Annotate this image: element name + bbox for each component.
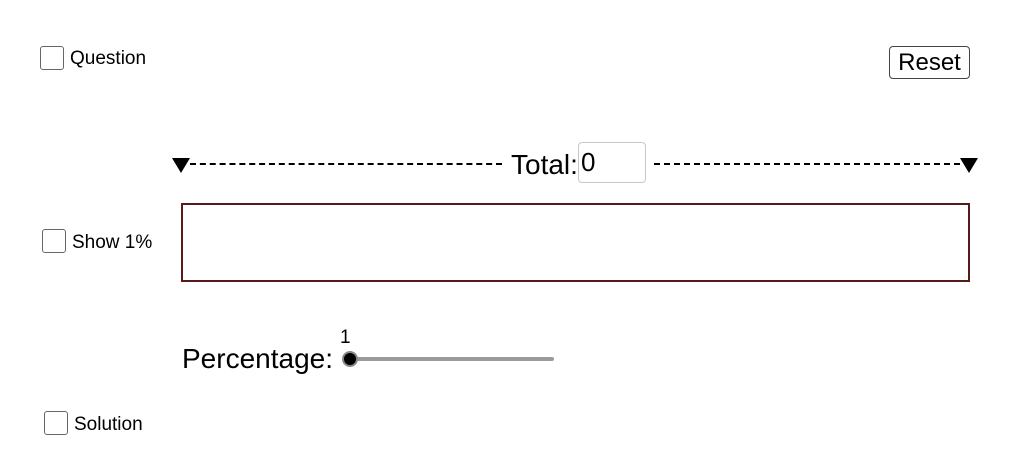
show-one-percent-checkbox[interactable]: [42, 229, 66, 253]
left-arrow-icon: [172, 158, 190, 173]
percentage-bar: [181, 203, 970, 282]
total-dashed-line-left: [190, 163, 502, 165]
solution-label: Solution: [74, 414, 143, 435]
percentage-slider-thumb[interactable]: [342, 351, 358, 367]
question-label: Question: [70, 48, 147, 69]
percentage-slider-track[interactable]: [350, 357, 554, 361]
total-label: Total:: [511, 149, 578, 180]
question-checkbox[interactable]: [40, 46, 64, 70]
percentage-label: Percentage:: [182, 343, 333, 374]
reset-button[interactable]: Reset: [889, 46, 970, 79]
show-one-percent-label: Show 1%: [72, 232, 153, 253]
right-arrow-icon: [960, 158, 978, 173]
total-input[interactable]: [578, 142, 646, 183]
solution-checkbox[interactable]: [44, 411, 68, 435]
percentage-slider-value: 1: [340, 327, 351, 348]
total-dashed-line-right: [654, 163, 960, 165]
